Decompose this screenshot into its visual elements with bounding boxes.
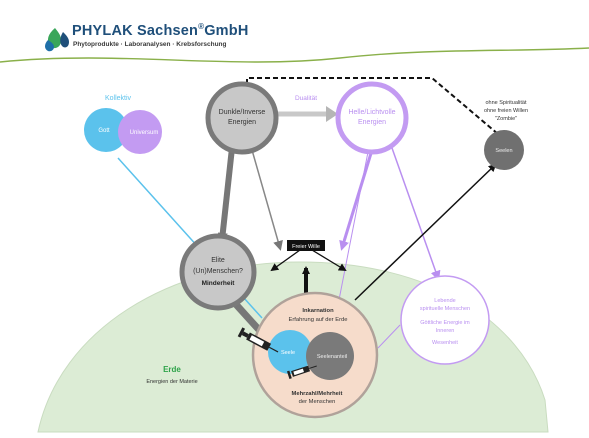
soul-blue-node[interactable]: [268, 330, 312, 374]
elite-label-2: (Un)Menschen?: [193, 268, 243, 275]
company-name-text: PHYLAK Sachsen: [72, 22, 199, 39]
right-caption-3: "Zombie": [495, 116, 517, 122]
incarnation-to-right-arrow: [354, 163, 497, 301]
registered-mark: ®: [198, 22, 205, 31]
light-to-side-arrow: [391, 147, 441, 281]
spiritual-label-1: Lebende: [434, 298, 455, 304]
free-will-label: Freier Wille: [292, 244, 320, 250]
seelen-node[interactable]: [484, 130, 524, 170]
majority-label-1: Mehrzahl/Mehrheit: [292, 391, 343, 397]
kollektiv-label: Kollektiv: [105, 95, 132, 102]
soul-blue-label: Seele: [281, 350, 295, 356]
company-suffix: GmbH: [204, 22, 249, 39]
dark-to-freewill-arrow: [251, 149, 283, 251]
right-caption-2: ohne freien Willen: [484, 108, 528, 114]
syringe-icon: [237, 327, 279, 353]
dark-to-elite-arrow: [217, 147, 235, 243]
elite-node[interactable]: [179, 233, 257, 311]
dark-energies-label-1: Dunkle/Inverse: [219, 109, 266, 116]
syringe-small-icon: [286, 365, 317, 380]
freewill-right-arrow: [311, 249, 347, 272]
seelen-label: Seelen: [495, 148, 512, 154]
universum-node[interactable]: [118, 110, 162, 154]
gott-label: Gott: [98, 128, 110, 134]
company-tagline: Phytoprodukte · Laboranalysen · Krebsfor…: [73, 41, 227, 48]
spiritual-people-node[interactable]: [400, 275, 490, 365]
spiritual-label-2: spirituelle Menschen: [420, 306, 470, 312]
dark-energies-node[interactable]: [205, 81, 279, 155]
dashed-connection: [246, 77, 507, 142]
incarnation-label-1: Inkarnation: [302, 308, 334, 314]
free-will-box: [287, 240, 325, 251]
header-wave: [0, 47, 589, 63]
majority-label-2: der Menschen: [299, 399, 336, 405]
company-logo-icon: [45, 28, 69, 52]
dark-energies-label-2: Energien: [228, 119, 256, 126]
light-to-incarnation-line: [337, 151, 369, 306]
right-caption-1: ohne Spiritualität: [486, 100, 527, 106]
light-energies-label-1: Helle/Lichtvolle: [348, 109, 395, 116]
incarnation-label-2: Erfahrung auf der Erde: [289, 317, 348, 323]
gott-node[interactable]: [84, 108, 128, 152]
elite-label-3: Minderheit: [202, 280, 236, 287]
earth-sublabel: Energien der Materie: [146, 379, 197, 385]
light-energies-label-2: Energien: [358, 119, 386, 126]
light-to-freewill-arrow: [339, 149, 374, 251]
spiritual-label-5: Wesenheit: [432, 340, 458, 346]
soul-gray-label: Seelenanteil: [317, 354, 347, 360]
universum-label: Universum: [130, 130, 159, 136]
spiritual-label-4: Inneren: [436, 328, 455, 334]
light-energies-node[interactable]: [335, 81, 409, 155]
spiritual-label-3: Göttliche Energie im: [420, 320, 470, 326]
side-to-incarnation-line: [377, 324, 401, 349]
elite-label-1: Elite: [211, 257, 225, 264]
company-name: PHYLAK Sachsen®GmbH: [72, 22, 249, 39]
soul-gray-node[interactable]: [306, 332, 354, 380]
earth-label: Erde: [163, 365, 181, 374]
duality-label: Dualität: [295, 95, 317, 102]
freewill-left-arrow: [270, 249, 301, 272]
